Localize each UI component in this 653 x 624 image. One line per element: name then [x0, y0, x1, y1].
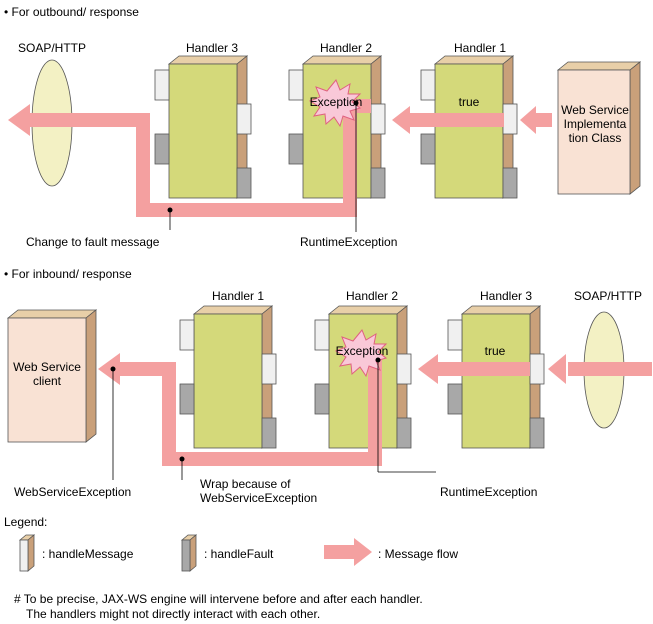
flow-down-from-exception-inbound	[368, 356, 382, 466]
flow-to-client	[118, 362, 176, 376]
wrap-caption-line-1: Wrap because of	[200, 477, 291, 491]
legend-handle-fault-label: : handleFault	[204, 547, 274, 561]
web-service-exception-caption: WebServiceException	[14, 485, 132, 499]
flow-arrow-into-handler-1	[392, 106, 410, 134]
runtime-exception-caption-outbound: RuntimeException	[300, 235, 398, 249]
wrap-caption-line-2: WebServiceException	[200, 491, 318, 505]
handler-2-label-inbound: Handler 2	[345, 289, 399, 303]
true-label-inbound: true	[484, 344, 506, 358]
web-service-client-label: Web Service client	[13, 360, 81, 388]
flow-to-soap-outbound	[28, 113, 150, 127]
client-box-top	[6, 309, 98, 319]
service-implementation-label: Web Service Implementa tion Class	[561, 103, 629, 145]
flow-arrow-to-client	[98, 353, 120, 385]
handler-2-block-inbound	[314, 305, 412, 449]
runtime-exception-caption-inbound: RuntimeException	[440, 485, 538, 499]
legend-handle-message-label: : handleMessage	[42, 547, 134, 561]
handler-3-block-outbound	[154, 55, 252, 199]
flow-down-from-exception	[343, 99, 357, 217]
outbound-section-title: • For outbound/ response	[4, 5, 139, 19]
handler-3-block-inbound	[447, 305, 545, 449]
flow-up-inbound	[162, 362, 176, 466]
legend-title: Legend:	[4, 515, 48, 529]
flow-arrow-into-handler-2-inbound	[418, 354, 438, 384]
soap-http-label-outbound: SOAP/HTTP	[17, 41, 86, 55]
flow-bottom-outbound	[136, 203, 357, 217]
web-service-client-box	[7, 317, 87, 443]
legend-handle-message-swatch	[18, 534, 36, 572]
flow-bottom-inbound	[162, 452, 382, 466]
flow-arrow-from-service	[520, 106, 536, 134]
flow-into-handler-2-inbound	[438, 362, 530, 376]
handler-3-label-outbound: Handler 3	[185, 41, 239, 55]
service-implementation-box	[557, 69, 631, 195]
handler-1-block-inbound	[179, 305, 277, 449]
flow-up-outbound	[136, 113, 150, 217]
client-box-side	[85, 309, 97, 443]
legend-message-flow-label: : Message flow	[378, 547, 459, 561]
flow-arrow-from-soap-inbound	[548, 354, 566, 384]
footnote-line-1: # To be precise, JAX-WS engine will inte…	[14, 592, 423, 606]
handler-2-block-outbound	[288, 55, 386, 199]
flow-from-soap-inbound	[568, 362, 652, 376]
exception-label-outbound: Exception	[309, 95, 363, 109]
inbound-section-title: • For inbound/ response	[4, 267, 132, 281]
handler-2-label-outbound: Handler 2	[319, 41, 373, 55]
flow-into-handler-1	[404, 113, 504, 127]
legend-handle-fault-swatch	[180, 534, 198, 572]
service-box-side	[629, 61, 641, 195]
service-box-top	[556, 61, 642, 71]
legend-message-flow-swatch	[324, 538, 372, 566]
handler-1-label-inbound: Handler 1	[211, 289, 265, 303]
handler-3-label-inbound: Handler 3	[479, 289, 533, 303]
fault-message-caption: Change to fault message	[26, 235, 160, 249]
flow-arrow-to-soap-outbound	[8, 104, 30, 136]
soap-http-label-inbound: SOAP/HTTP	[573, 289, 642, 303]
exception-label-inbound: Exception	[335, 344, 389, 358]
true-label-outbound: true	[458, 95, 480, 109]
footnote-line-2: The handlers might not directly interact…	[26, 607, 321, 621]
handler-1-label-outbound: Handler 1	[453, 41, 507, 55]
